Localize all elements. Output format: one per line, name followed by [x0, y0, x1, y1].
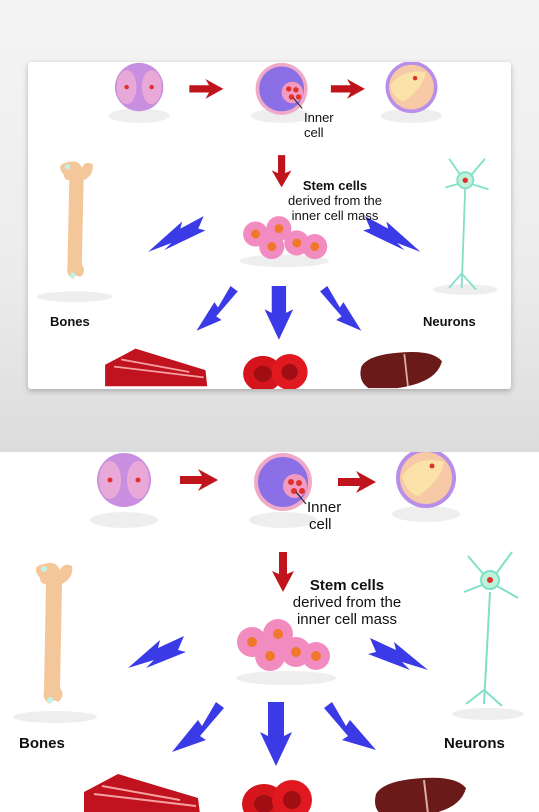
blue-arrow-to-neurons-icon	[363, 216, 421, 252]
bones-label: Bones	[19, 735, 65, 752]
stem-cells-line3: inner cell mass	[291, 208, 379, 223]
stem-cells-caption: Stem cells derived from the inner cell m…	[276, 577, 418, 628]
blue-arrow-to-blood-icon	[260, 702, 292, 766]
embryo-icon	[381, 62, 442, 123]
red-arrow-down-icon	[271, 155, 292, 188]
inner-cell-label-line2: cell	[309, 516, 332, 533]
blood-cells-icon	[243, 354, 308, 389]
bone-icon	[13, 562, 97, 723]
neurons-label: Neurons	[423, 314, 476, 329]
stem-cells-icon	[236, 619, 336, 685]
stem-cells-line2: derived from the	[288, 193, 382, 208]
blue-arrow-to-blood-icon	[264, 285, 294, 340]
red-arrow-down-icon	[272, 552, 294, 592]
blastocyst-icon	[249, 453, 317, 528]
blue-arrow-to-bones-icon	[148, 216, 206, 252]
neurons-label: Neurons	[444, 735, 505, 752]
stem-cells-title: Stem cells	[302, 178, 368, 193]
stem-cells-caption: Stem cells derived from the inner cell m…	[272, 178, 398, 223]
preview-card: Inner cell Stem cells derived from the i…	[28, 62, 511, 389]
liver-icon	[360, 352, 442, 389]
bone-icon	[37, 161, 113, 303]
blue-arrow-to-bones-icon	[128, 636, 186, 668]
blue-arrow-to-liver-icon	[324, 702, 376, 750]
neuron-icon	[452, 551, 524, 720]
red-arrow-right-icon	[338, 471, 376, 493]
red-arrow-right-icon	[189, 79, 224, 99]
inner-cell-label-line1: Inner	[307, 499, 342, 516]
stem-cells-title: Stem cells	[309, 577, 385, 594]
zygote-icon	[90, 453, 158, 528]
inner-cell-label-line2: cell	[304, 125, 324, 140]
red-arrow-right-icon	[330, 79, 365, 99]
blue-arrow-to-muscle-icon	[196, 285, 238, 331]
embryo-icon	[392, 452, 460, 522]
stem-cells-line2: derived from the	[292, 594, 402, 611]
zygote-icon	[108, 62, 170, 123]
stem-cell-diagram	[37, 62, 498, 389]
stem-cells-line3: inner cell mass	[296, 611, 398, 628]
stem-cells-icon	[239, 216, 330, 268]
main-diagram-panel: Inner cell Stem cells derived from the i…	[0, 452, 539, 812]
muscle-icon	[105, 348, 208, 387]
neuron-icon	[433, 158, 498, 295]
muscle-icon	[84, 774, 200, 812]
blue-arrow-to-muscle-icon	[172, 702, 224, 752]
blastocyst-icon	[251, 62, 313, 123]
blue-arrow-to-neurons-icon	[368, 638, 428, 670]
inner-cell-label-line1: Inner	[304, 110, 334, 125]
liver-icon	[375, 777, 466, 812]
blood-cells-icon	[242, 780, 312, 812]
red-arrow-right-icon	[180, 469, 218, 491]
bones-label: Bones	[50, 314, 90, 329]
blue-arrow-to-liver-icon	[320, 285, 362, 331]
stem-cell-diagram-large	[13, 452, 524, 812]
